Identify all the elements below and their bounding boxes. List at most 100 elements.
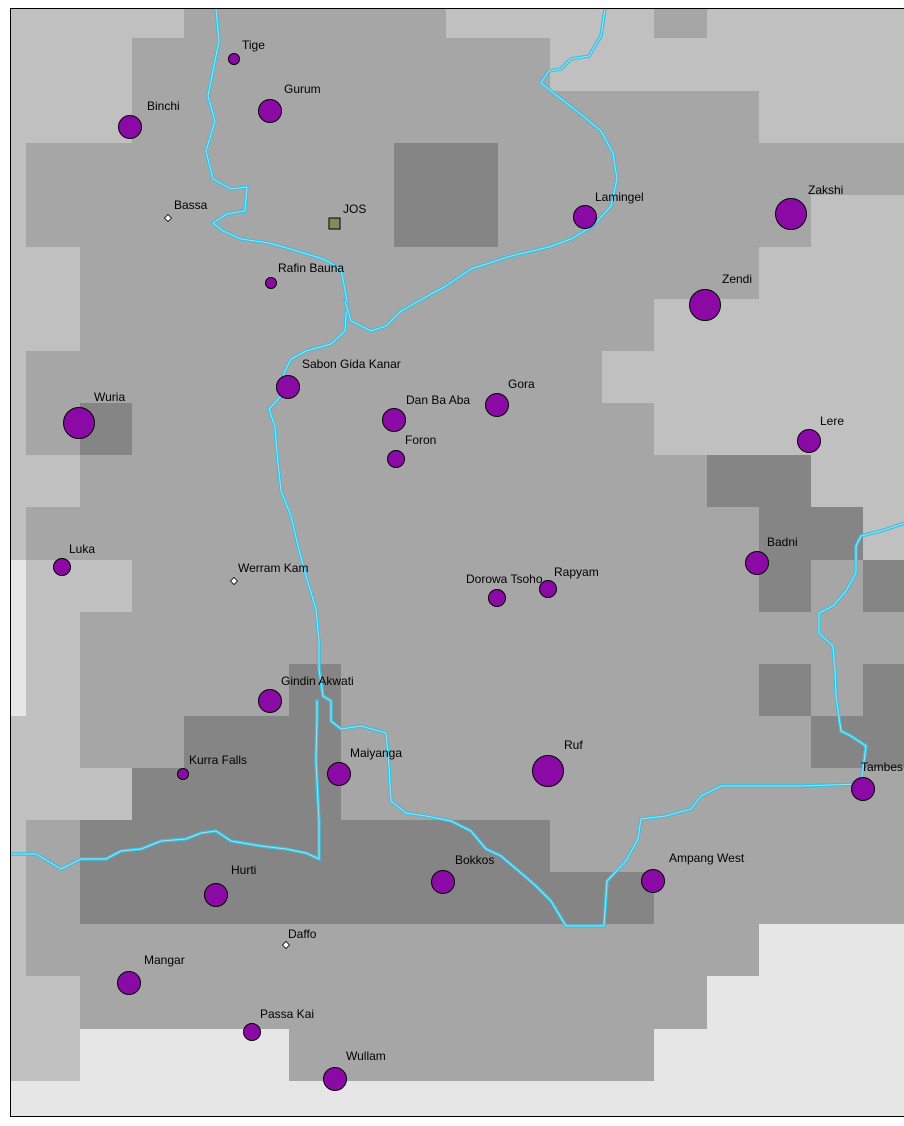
settlement-label: Dorowa Tsoho — [466, 572, 543, 586]
settlement-marker — [485, 393, 509, 417]
settlement-passa-kai[interactable]: Passa Kai — [243, 1007, 315, 1041]
settlement-marker — [53, 558, 71, 576]
settlement-marker — [539, 580, 557, 598]
settlement-label: Wullam — [346, 1049, 386, 1063]
settlement-marker — [163, 213, 173, 223]
settlement-bassa[interactable]: Bassa — [163, 198, 208, 223]
settlement-marker — [243, 1023, 261, 1041]
settlement-tige[interactable]: Tige — [228, 38, 266, 65]
settlement-marker — [117, 971, 141, 995]
settlement-lamingel[interactable]: Lamingel — [573, 190, 644, 229]
settlement-marker — [276, 375, 300, 399]
settlement-label: Foron — [405, 433, 436, 447]
settlement-label: Daffo — [288, 927, 317, 941]
settlement-label: Gurum — [284, 82, 321, 96]
settlement-label: Tige — [242, 38, 265, 52]
settlement-zendi[interactable]: Zendi — [689, 272, 753, 321]
settlement-label: Lere — [820, 414, 844, 428]
river-north-west — [204, 9, 863, 928]
settlement-label: Binchi — [147, 99, 180, 113]
river-east — [817, 521, 904, 786]
settlement-gora[interactable]: Gora — [485, 377, 536, 417]
river-layer — [11, 9, 904, 928]
settlement-tambes[interactable]: Tambes — [851, 760, 904, 801]
settlement-marker — [281, 940, 291, 950]
settlement-rafin-bauna[interactable]: Rafin Bauna — [265, 261, 345, 289]
settlement-binchi[interactable]: Binchi — [118, 99, 180, 139]
settlement-zakshi[interactable]: Zakshi — [775, 183, 844, 230]
settlement-ruf[interactable]: Ruf — [532, 738, 584, 787]
settlement-dorowa-tsoho[interactable]: Dorowa Tsoho — [466, 572, 543, 607]
settlement-marker — [327, 762, 351, 786]
settlement-label: Kurra Falls — [189, 753, 247, 767]
settlement-marker — [265, 277, 277, 289]
settlement-marker — [431, 870, 455, 894]
settlement-label: Bassa — [174, 198, 208, 212]
settlement-label: Bokkos — [455, 853, 494, 867]
settlement-kurra-falls[interactable]: Kurra Falls — [177, 753, 248, 780]
settlement-marker — [488, 589, 506, 607]
elevation-raster — [11, 9, 904, 1116]
settlement-badni[interactable]: Badni — [745, 535, 798, 575]
settlement-label: Mangar — [144, 953, 185, 967]
settlement-marker — [323, 1067, 347, 1091]
settlement-gindin-akwati[interactable]: Gindin Akwati — [258, 674, 354, 713]
settlement-marker — [851, 777, 875, 801]
settlement-mangar[interactable]: Mangar — [117, 953, 185, 995]
settlement-marker — [775, 198, 807, 230]
settlement-marker — [797, 429, 821, 453]
capital-label: JOS — [343, 202, 366, 216]
settlement-maiyanga[interactable]: Maiyanga — [327, 746, 403, 786]
settlement-rapyam[interactable]: Rapyam — [539, 565, 599, 598]
capital-jos[interactable]: JOS — [328, 202, 366, 230]
settlement-marker — [745, 551, 769, 575]
settlement-label: Lamingel — [595, 190, 644, 204]
settlement-marker — [228, 53, 240, 65]
settlement-label: Ruf — [564, 738, 583, 752]
settlement-label: Rapyam — [554, 565, 599, 579]
settlement-label: Zakshi — [808, 183, 843, 197]
settlement-marker — [382, 408, 406, 432]
settlement-label: Gora — [508, 377, 535, 391]
settlement-wullam[interactable]: Wullam — [323, 1049, 386, 1091]
settlement-werram-kam[interactable]: Werram Kam — [229, 561, 309, 586]
settlement-marker — [573, 205, 597, 229]
settlement-label: Luka — [69, 542, 95, 556]
settlement-sabon-gida-kanar[interactable]: Sabon Gida Kanar — [276, 357, 401, 399]
settlement-marker — [204, 883, 228, 907]
settlement-bokkos[interactable]: Bokkos — [431, 853, 495, 894]
settlement-foron[interactable]: Foron — [387, 433, 437, 468]
settlement-marker — [177, 768, 189, 780]
settlement-wuria[interactable]: Wuria — [63, 390, 126, 439]
settlement-marker — [258, 689, 282, 713]
settlement-label: Badni — [767, 535, 798, 549]
settlement-marker — [387, 450, 405, 468]
capital-marker — [328, 217, 341, 230]
settlement-marker — [229, 576, 239, 586]
settlement-marker — [641, 869, 665, 893]
settlement-label: Rafin Bauna — [278, 261, 344, 275]
settlement-marker — [532, 755, 564, 787]
settlement-hurti[interactable]: Hurti — [204, 863, 257, 907]
settlement-daffo[interactable]: Daffo — [281, 927, 317, 950]
settlement-label: Passa Kai — [260, 1007, 314, 1021]
settlement-dan-ba-aba[interactable]: Dan Ba Aba — [382, 393, 471, 432]
settlement-label: Tambes — [861, 760, 903, 774]
settlement-label: Maiyanga — [350, 746, 402, 760]
settlement-label: Dan Ba Aba — [406, 393, 470, 407]
settlement-label: Zendi — [722, 272, 752, 286]
settlement-luka[interactable]: Luka — [53, 542, 96, 576]
settlement-ampang-west[interactable]: Ampang West — [641, 851, 745, 893]
settlement-lere[interactable]: Lere — [797, 414, 845, 453]
settlement-gurum[interactable]: Gurum — [258, 82, 321, 123]
settlement-marker — [258, 99, 282, 123]
settlement-marker — [689, 289, 721, 321]
settlement-marker — [118, 115, 142, 139]
settlement-marker — [63, 407, 95, 439]
settlement-label: Werram Kam — [238, 561, 308, 575]
river-south-west — [11, 699, 321, 871]
settlement-label: Ampang West — [669, 851, 745, 865]
